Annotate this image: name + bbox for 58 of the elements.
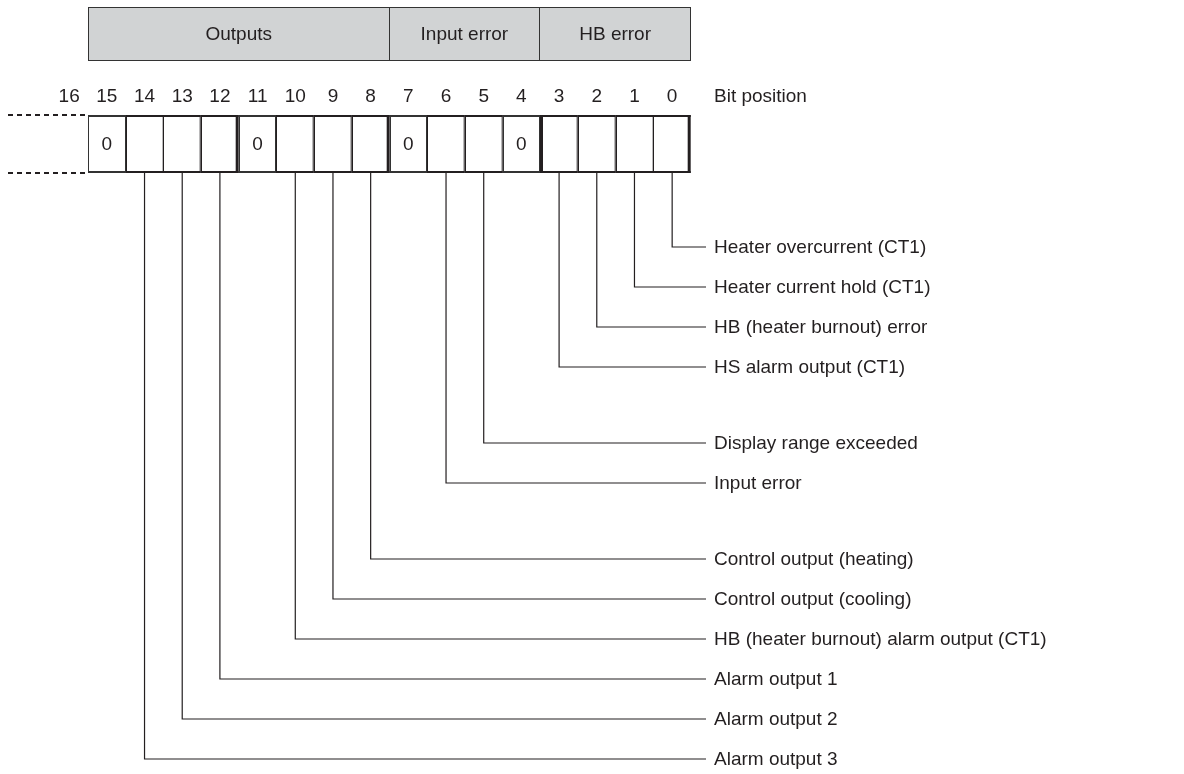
bit-number: 12 [208, 84, 232, 108]
leader-line [445, 172, 707, 484]
group-header-band: Input error [388, 7, 541, 61]
bit-number: 0 [665, 84, 679, 108]
bit-number: 2 [590, 84, 604, 108]
bit-description: Control output (cooling) [706, 587, 912, 611]
bit-number: 8 [364, 84, 377, 108]
register-bit-cell: 0 [238, 115, 277, 173]
bit-number: 4 [515, 84, 528, 108]
register-bit-cell: 0 [502, 115, 541, 173]
bit-number: 9 [326, 84, 340, 108]
bit-description: Alarm output 3 [706, 747, 838, 771]
register-bit-cell: 0 [88, 115, 126, 173]
register-bit-cell [540, 115, 578, 173]
register-bit-cell [351, 115, 390, 173]
leader-line [370, 172, 707, 560]
bit-description: Alarm output 2 [706, 707, 838, 731]
bit-number: 3 [552, 84, 566, 108]
group-header-band: Outputs [88, 7, 390, 61]
bit-number: 14 [132, 84, 157, 108]
bit-description: Input error [706, 471, 802, 495]
leader-line [483, 172, 707, 444]
axis-caption: Bit position [714, 84, 807, 108]
bit-description: Heater overcurrent (CT1) [706, 235, 927, 259]
bit-description: Control output (heating) [706, 547, 914, 571]
bit-number: 7 [402, 84, 415, 108]
bit-description: HB (heater burnout) alarm output (CT1) [706, 627, 1047, 651]
bit-number: 16 [57, 84, 81, 108]
register-bit-cell: 0 [389, 115, 428, 173]
bit-number: 10 [283, 84, 307, 108]
register-bit-cell [615, 115, 654, 173]
bit-number: 11 [246, 84, 269, 108]
bit-description: Heater current hold (CT1) [706, 275, 931, 299]
register-bit-cell [653, 115, 691, 173]
group-header-band: HB error [539, 7, 691, 61]
bit-number: 5 [477, 84, 490, 108]
bit-number: 1 [628, 84, 641, 108]
bit-description: Alarm output 1 [706, 667, 838, 691]
bit-description: HS alarm output (CT1) [706, 355, 906, 379]
bit-number: 15 [95, 84, 119, 108]
leader-line [294, 172, 707, 640]
leader-line [558, 172, 707, 368]
bit-number: 13 [170, 84, 194, 108]
register-bit-cell [464, 115, 503, 173]
bit-description: HB (heater burnout) error [706, 315, 928, 339]
register-bit-cell [314, 115, 352, 173]
bit-number: 6 [439, 84, 453, 108]
leader-line [671, 172, 707, 248]
register-bit-cell [276, 115, 315, 173]
leader-line [596, 172, 707, 328]
bit-description: Display range exceeded [706, 431, 918, 455]
register-bit-cell [427, 115, 465, 173]
leader-line [332, 172, 707, 600]
leader-line [633, 172, 707, 288]
register-bit-cell [163, 115, 202, 173]
register-bit-cell [201, 115, 239, 173]
register-bit-cell [125, 115, 164, 173]
register-bit-cell [577, 115, 616, 173]
